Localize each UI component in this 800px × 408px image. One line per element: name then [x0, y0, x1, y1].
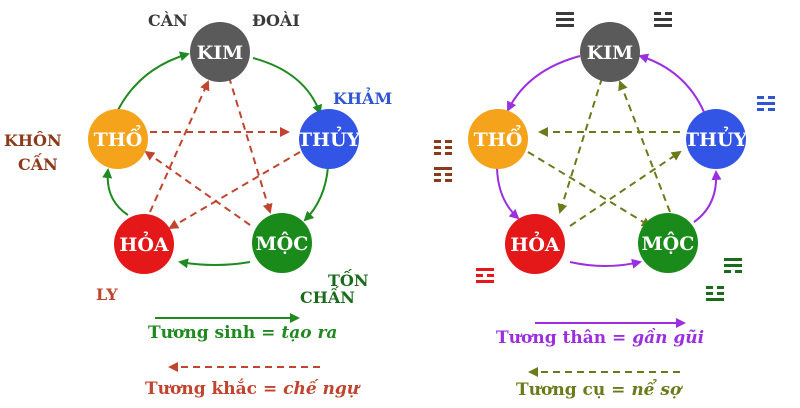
khac-arrow-moc-tho [144, 150, 251, 226]
doai-trigram-icon [654, 12, 672, 27]
sinh-legend-term: Tương sinh = [148, 323, 281, 343]
hoa-label: HỎA [119, 230, 169, 256]
sinh-arrow-tho-kim [117, 51, 190, 111]
right-kim-label: KIM [587, 42, 633, 64]
sinh-arrow-kim-thuy [252, 57, 322, 115]
cu-legend-meaning: nể sợ [631, 378, 683, 400]
cu-legend-text: Tương cụ = nể sợ [516, 378, 683, 400]
right-tho-label: THỔ [474, 124, 523, 151]
than-arrow-kim-tho [507, 55, 581, 112]
tho-node: THỔ [88, 109, 148, 169]
khac-legend-term: Tương khắc = [145, 378, 283, 399]
right-moc-node: MỘC [638, 213, 698, 273]
tho-label: THỔ [94, 124, 143, 151]
than-legend-meaning: gần gũi [632, 328, 704, 348]
than-arrow-tho-hoa [496, 167, 520, 220]
kim-node: KIM [190, 22, 250, 82]
doai-label: ĐOÀI [252, 10, 300, 30]
right-diagram: KIM THỦY MỘC HỎA THỔ [434, 12, 775, 400]
left-legend: Tương sinh = tạo ra Tương khắc = chế ngự [145, 313, 361, 399]
kim-label: KIM [197, 42, 243, 64]
ly-label: LY [96, 285, 118, 304]
khon-trigram-icon [434, 140, 452, 155]
can-mountain-label: CẤN [18, 152, 58, 174]
khon-label: KHÔN [4, 130, 62, 150]
ton-trigram-icon [724, 258, 742, 273]
moc-label: MỘC [256, 231, 309, 255]
cu-arrow-hoa-thuy [569, 150, 682, 227]
khac-legend-meaning: chế ngự [283, 379, 361, 399]
cu-legend-term: Tương cụ = [516, 380, 631, 400]
ton-label: TỐN [328, 268, 368, 290]
thuy-node: THỦY [298, 109, 361, 169]
khac-legend-text: Tương khắc = chế ngự [145, 378, 361, 399]
khac-arrow-kim-moc [228, 76, 273, 214]
right-tho-node: THỔ [468, 109, 528, 169]
can-label: CÀN [148, 10, 188, 30]
right-thuy-label: THỦY [685, 125, 748, 151]
moc-node: MỘC [252, 213, 312, 273]
right-moc-label: MỘC [642, 231, 695, 255]
hoa-node: HỎA [114, 214, 174, 274]
ly-trigram-icon [476, 268, 494, 283]
sinh-arrow-hoa-tho [102, 168, 129, 216]
khac-arrow-hoa-kim [149, 80, 210, 213]
sinh-arrow-thuy-moc [303, 166, 329, 222]
right-thuy-node: THỦY [685, 109, 748, 169]
sinh-arrow-moc-hoa [178, 258, 251, 269]
right-legend: Tương thân = gần gũi Tương cụ = nể sợ [496, 318, 704, 400]
chan-label: CHẤN [300, 285, 355, 307]
than-legend-term: Tương thân = [496, 328, 632, 348]
cu-arrow-tho-moc [527, 151, 652, 228]
cu-arrow-moc-kim [618, 80, 671, 213]
thuy-label: THỦY [298, 125, 361, 151]
than-arrow-moc-thuy [693, 170, 722, 223]
chan-trigram-icon [706, 286, 724, 301]
left-diagram: KIM THỦY MỘC HỎA THỔ CÀN ĐOÀI KHẢM KHÔN … [4, 10, 392, 399]
kham-trigram-icon [757, 96, 775, 111]
can-trigram-icon [556, 12, 574, 27]
than-legend-text: Tương thân = gần gũi [496, 328, 704, 348]
khac-arrow-thuy-hoa [168, 151, 301, 230]
than-arrow-thuy-kim [638, 53, 705, 113]
right-kim-node: KIM [580, 22, 640, 82]
sinh-legend-text: Tương sinh = tạo ra [148, 323, 337, 343]
right-hoa-label: HỎA [510, 230, 560, 256]
than-arrow-hoa-moc [569, 258, 642, 269]
kham-label: KHẢM [333, 85, 392, 108]
right-hoa-node: HỎA [505, 214, 565, 274]
sinh-legend-meaning: tạo ra [281, 323, 337, 343]
can-mountain-trigram-icon [434, 167, 452, 182]
